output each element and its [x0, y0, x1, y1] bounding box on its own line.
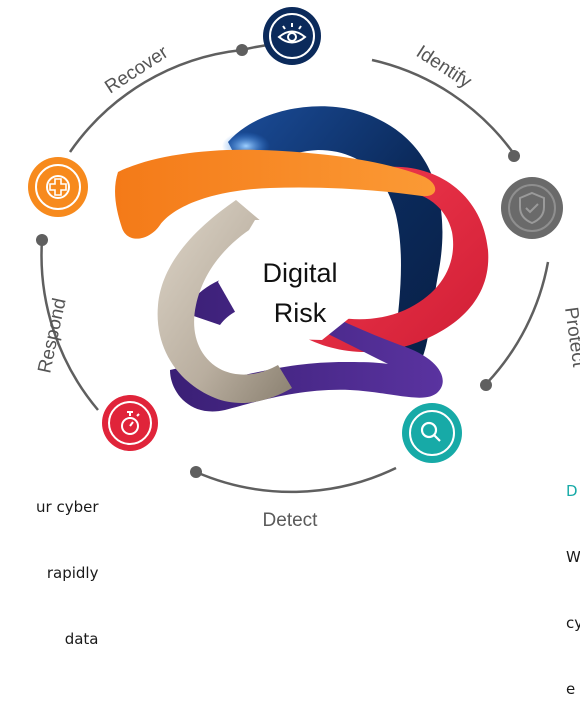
- left-cropped-text: ur cyber rapidly data: [36, 452, 98, 672]
- left-text-line: data: [64, 630, 99, 648]
- ring-dot: [190, 466, 202, 478]
- respond-badge[interactable]: [102, 395, 158, 451]
- left-text-line: ur cyber: [36, 498, 99, 516]
- arc-detect-respond: [195, 466, 397, 494]
- right-text-line: cy: [566, 614, 580, 632]
- ring-dot: [508, 150, 520, 162]
- right-text-line: e: [566, 680, 576, 698]
- ring-dot: [36, 234, 48, 246]
- right-cropped-text: D W cy e: [566, 436, 580, 722]
- ring-dot: [480, 379, 492, 391]
- center-title-line1: Digital: [262, 258, 337, 288]
- label-protect: Protect: [560, 306, 580, 369]
- ring-dots: [36, 44, 520, 478]
- arc-protect-detect: [485, 261, 550, 385]
- digital-risk-cycle-diagram: Recover Identify Protect Respond Digital…: [28, 7, 580, 494]
- magnifier-icon: [420, 421, 441, 442]
- protect-badge[interactable]: [501, 177, 563, 239]
- left-text-line: rapidly: [46, 564, 99, 582]
- label-recover: Recover: [101, 42, 172, 99]
- arc-respond-recover: [40, 239, 99, 411]
- arc-identify-protect: [371, 58, 516, 155]
- shield-check-icon: [519, 191, 545, 225]
- first-aid-cross-icon: [46, 175, 70, 199]
- center-title-line2: Risk: [274, 298, 327, 328]
- band-red: [300, 166, 489, 353]
- band-orange: [115, 149, 436, 239]
- arc-recover-top: [68, 48, 243, 153]
- risk-knot: [115, 106, 489, 412]
- detect-badge[interactable]: [402, 403, 462, 463]
- stopwatch-icon: [121, 411, 140, 435]
- right-text-line: W: [566, 548, 580, 566]
- band-beige: [157, 200, 292, 403]
- center-hub: [218, 220, 372, 340]
- cycle-ring: [40, 42, 550, 494]
- label-respond: Respond: [34, 296, 70, 375]
- label-identify: Identify: [412, 42, 475, 93]
- right-text-heading: D: [566, 482, 578, 500]
- ring-dot: [236, 44, 248, 56]
- label-detect: Detect: [262, 510, 318, 531]
- recover-badge[interactable]: [28, 157, 88, 217]
- eye-icon: [277, 23, 307, 44]
- identify-badge[interactable]: [263, 7, 321, 65]
